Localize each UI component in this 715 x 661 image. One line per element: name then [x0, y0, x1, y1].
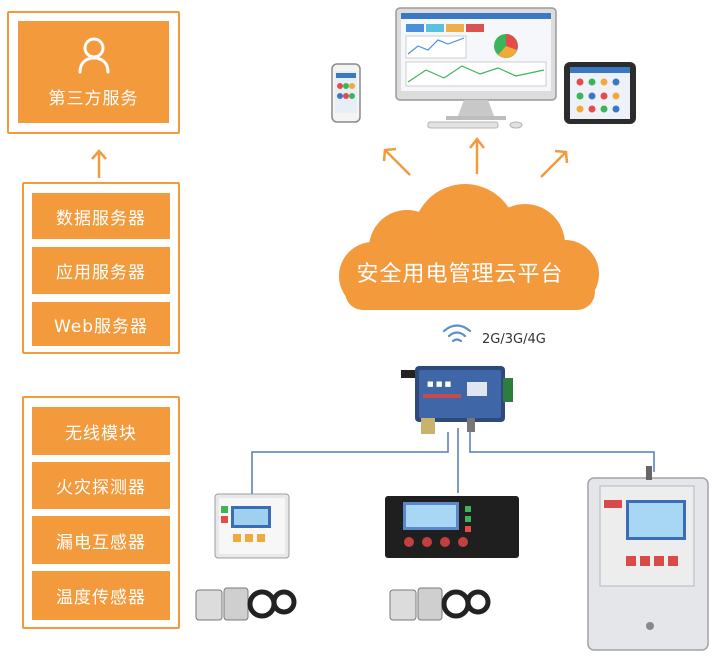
server-group-frame	[22, 182, 180, 354]
server-label: 应用服务器	[56, 263, 146, 283]
wifi-icon	[442, 324, 472, 343]
meter-device-image	[214, 493, 290, 559]
cabinet-device-image	[587, 466, 709, 651]
sensor-group-frame	[22, 396, 180, 629]
svg-text:■ ■ ■: ■ ■ ■	[427, 380, 451, 388]
server-item: Web服务器	[32, 302, 170, 346]
cloud-label: 安全用电管理云平台	[356, 262, 564, 287]
gateway-device-image: ■ ■ ■	[397, 352, 519, 436]
tablet-icon	[564, 62, 636, 124]
arrow-up-icon	[91, 149, 107, 178]
cloud-shape	[339, 184, 599, 310]
server-label: Web服务器	[53, 316, 149, 337]
server-item: 数据服务器	[32, 193, 170, 239]
third-party-label: 第三方服务	[48, 88, 139, 109]
meter-device-image	[385, 496, 519, 558]
sensor-item: 温度传感器	[32, 571, 170, 620]
current-transformer-image	[389, 587, 491, 621]
sensor-label: 漏电互感器	[56, 532, 146, 553]
monitor-icon	[395, 7, 557, 129]
sensor-item: 漏电互感器	[32, 516, 170, 564]
sensor-label: 温度传感器	[56, 588, 146, 608]
current-transformer-image	[195, 587, 297, 621]
sensor-label: 无线模块	[65, 423, 137, 444]
server-label: 数据服务器	[56, 208, 146, 229]
third-party-frame	[7, 11, 180, 134]
client-devices-image	[326, 4, 642, 134]
arrow-up-left-icon	[382, 147, 411, 176]
phone-icon	[331, 63, 361, 123]
third-party-box: 第三方服务	[18, 21, 169, 123]
server-item: 应用服务器	[32, 247, 170, 294]
sensor-label: 火灾探测器	[56, 478, 146, 498]
arrow-up-right-icon	[540, 149, 569, 178]
user-icon	[78, 37, 109, 73]
network-label: 2G/3G/4G	[482, 332, 546, 347]
sensor-item: 无线模块	[32, 407, 170, 455]
sensor-item: 火灾探测器	[32, 462, 170, 509]
arrow-up-icon	[469, 136, 485, 174]
